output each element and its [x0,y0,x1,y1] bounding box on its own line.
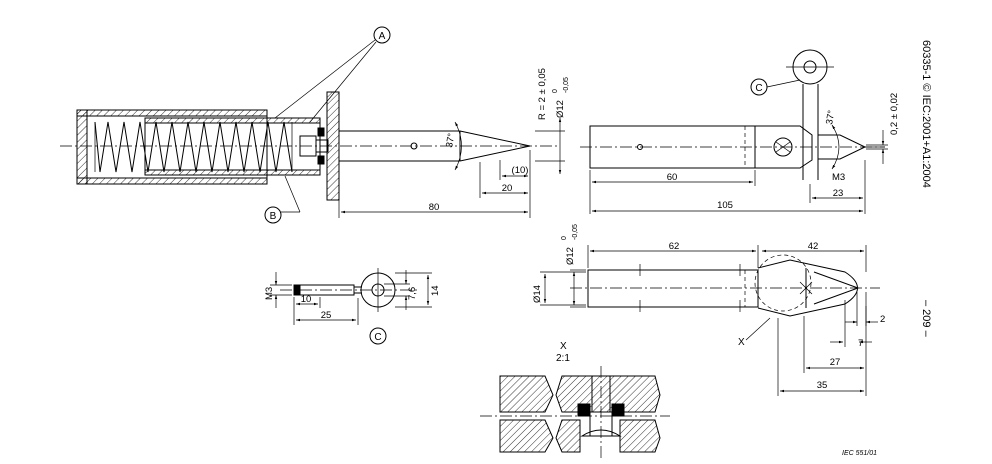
probe-assembly [60,91,560,201]
dim-7: 7 [858,338,863,349]
svg-text:C: C [374,332,381,343]
holder-side-dimensions: 62 42 Ø12 0 -0,05 Ø14 2 7 27 35 X [532,224,885,396]
holder-top-view: 37° 0,2 ± 0,02 M3 [580,49,900,183]
dim-10-ref: (10) [512,165,529,176]
dim-27: 27 [830,357,841,368]
dim-14-left: 14 [430,285,441,296]
svg-text:B: B [270,211,277,222]
side-header: 60335-1 © IEC:2001+A1:2004 [920,40,932,188]
detail-x-view: X 2:1 [480,341,670,458]
detail-letter: X [560,341,567,352]
dim-25: 25 [321,310,332,321]
page-number: – 209 – [920,300,932,338]
dim-angle-37-right: 37° [824,109,837,125]
dim-2: 2 [880,314,885,325]
dim-20: 20 [502,183,513,194]
callout-b: B [264,175,301,224]
dim-23: 23 [833,188,844,199]
dim-80: 80 [429,202,440,213]
callout-a: A [274,26,391,123]
dim-42: 42 [808,241,819,252]
detail-scale: 2:1 [556,353,570,364]
svg-text:A: A [379,31,386,42]
dim-angle-37-left: 37° [444,132,457,148]
dim-dia12-mid: Ø12 [565,247,576,265]
dim-10: 10 [301,294,312,305]
dim-dia12-top: Ø12 [555,100,566,118]
dim-60: 60 [667,172,678,183]
part-c-view: M3 10 25 7,6 14 [264,268,441,325]
dim-35: 35 [817,380,828,391]
tol-12-mid-upper: 0 [561,236,568,240]
dim-62: 62 [669,241,680,252]
dim-7-6: 7,6 [407,287,418,300]
tol-02: 0,2 ± 0,02 [889,93,900,135]
thread-m3-top: M3 [832,172,845,183]
holder-top-dimensions: 60 23 105 [589,160,866,214]
callout-c-top: C [750,78,801,96]
tol-12-mid-lower: -0,05 [572,224,579,240]
detail-x-pointer: X [738,337,745,348]
dim-dia14: Ø14 [532,285,543,303]
probe-dimensions: 80 20 (10) R = 2 ± 0,05 Ø12 0 -0,05 37° [338,68,570,218]
callout-c-bottom: C [369,327,387,345]
figure-reference: IEC 551/01 [842,450,877,457]
dim-radius: R = 2 ± 0,05 [537,68,548,120]
tol-12-top-upper: 0 [552,89,559,93]
dim-105: 105 [717,200,733,211]
thread-m3-left: M3 [264,287,275,300]
svg-text:C: C [755,83,762,94]
holder-side-view [570,254,880,317]
tol-12-top-lower: -0,05 [563,77,570,93]
